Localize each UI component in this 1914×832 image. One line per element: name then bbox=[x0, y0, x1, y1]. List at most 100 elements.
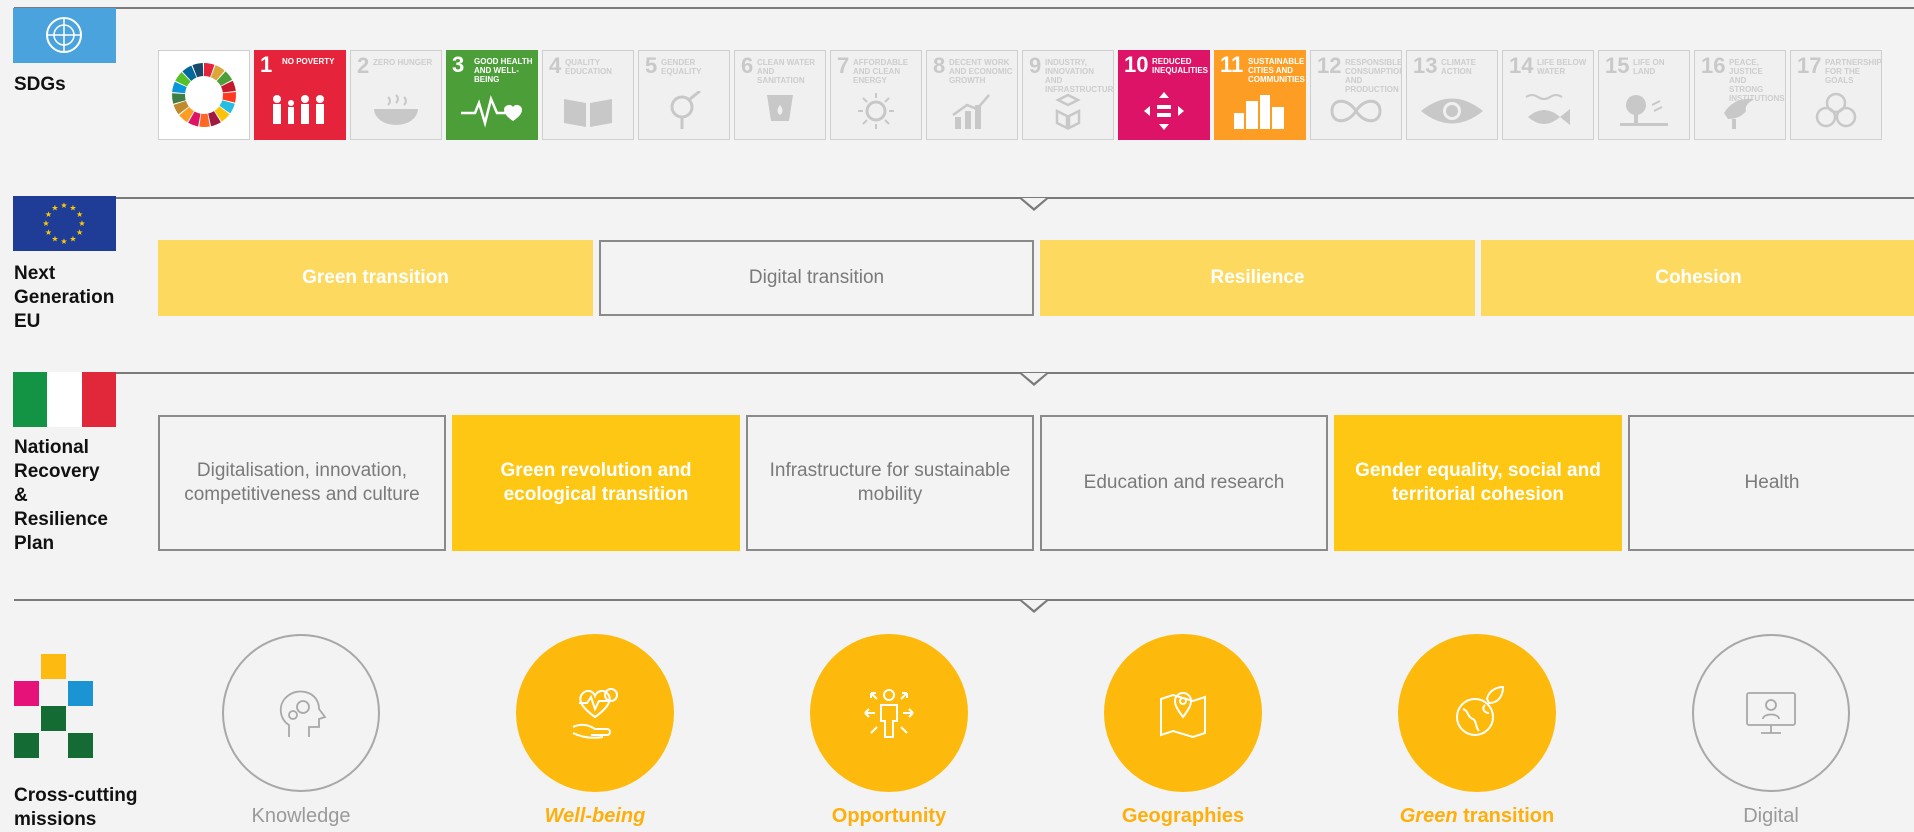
family-icon bbox=[254, 86, 346, 136]
mission-label: Opportunity bbox=[769, 805, 1009, 828]
mission-label-rest: transition bbox=[1457, 805, 1555, 827]
mission-2: Well-being bbox=[475, 634, 715, 827]
svg-text:★: ★ bbox=[69, 235, 76, 244]
svg-text:★: ★ bbox=[51, 235, 58, 244]
dove-icon bbox=[1695, 87, 1785, 135]
water-icon bbox=[735, 87, 825, 135]
heartbeat-icon bbox=[446, 86, 538, 136]
infinity-icon bbox=[1311, 87, 1401, 135]
mission-5: Green transition bbox=[1357, 634, 1597, 827]
svg-text:★: ★ bbox=[60, 201, 67, 210]
mission-label: Green transition bbox=[1357, 805, 1597, 828]
fish-icon bbox=[1503, 87, 1593, 135]
book-icon bbox=[543, 87, 633, 135]
sdg-goal-title: PEACE, JUSTICE AND STRONG INSTITUTIONS bbox=[1729, 58, 1785, 103]
sdg-goal-number: 5 bbox=[645, 53, 658, 78]
tree-icon bbox=[1599, 87, 1689, 135]
sdg-goal-title: RESPONSIBLE CONSUMPTION AND PRODUCTION bbox=[1345, 58, 1402, 94]
pnrr-mission-4: Education and research bbox=[1040, 415, 1328, 551]
sdg-goal-title: AFFORDABLE AND CLEAN ENERGY bbox=[853, 58, 909, 85]
mission-label: Geographies bbox=[1063, 805, 1303, 828]
svg-text:★: ★ bbox=[45, 228, 52, 237]
sdg-goal-title: QUALITY EDUCATION bbox=[565, 58, 612, 76]
mosaic-logo bbox=[14, 654, 94, 759]
pnrr-row-label: National Recovery & Resilience Plan bbox=[14, 437, 108, 554]
svg-text:★: ★ bbox=[76, 228, 83, 237]
sdg-goal-title: LIFE ON LAND bbox=[1633, 58, 1665, 76]
sdg-goal-title: GENDER EQUALITY bbox=[661, 58, 702, 76]
sdg-goal-title: INDUSTRY, INNOVATION AND INFRASTRUCTURE bbox=[1045, 58, 1114, 94]
rings-icon bbox=[1791, 87, 1881, 135]
ngeu-pillar-digital-transition: Digital transition bbox=[599, 240, 1034, 316]
mission-label-text: Opportunity bbox=[831, 805, 947, 827]
gender-icon bbox=[639, 87, 729, 135]
eye-globe-icon bbox=[1407, 87, 1497, 135]
ngeu-row-label: Next Generation EU bbox=[14, 263, 115, 332]
sdg-goal-number: 12 bbox=[1317, 53, 1342, 78]
mission-label: Well-being bbox=[475, 805, 715, 828]
mission-label-text: Digital bbox=[1743, 805, 1799, 827]
sdg-wheel-logo bbox=[158, 50, 250, 140]
missions-row-label: Cross-cutting missions bbox=[14, 785, 138, 830]
svg-text:★: ★ bbox=[69, 203, 76, 212]
svg-text:★: ★ bbox=[42, 219, 49, 228]
city-icon bbox=[1214, 86, 1306, 136]
cubes-icon bbox=[1023, 87, 1113, 135]
ngeu-pillar-resilience: Resilience bbox=[1040, 240, 1475, 316]
sdg-goal-title: REDUCED INEQUALITIES bbox=[1152, 57, 1209, 75]
sdg-goal-number: 16 bbox=[1701, 53, 1726, 78]
sdg-goal-number: 7 bbox=[837, 53, 850, 78]
pnrr-mission-2: Green revolution and ecological transiti… bbox=[452, 415, 740, 551]
mission-1: Knowledge bbox=[181, 634, 421, 827]
eu-flag-logo: ★★★★★★★★★★★★ bbox=[13, 196, 116, 251]
mission-6: Digital bbox=[1651, 634, 1891, 827]
sdg-goal-number: 13 bbox=[1413, 53, 1438, 78]
sdg-goal-number: 3 bbox=[452, 52, 465, 77]
sdg-goal-title: CLEAN WATER AND SANITATION bbox=[757, 58, 816, 85]
sdg-goal-title: ZERO HUNGER bbox=[373, 58, 433, 67]
sdg-goal-number: 1 bbox=[260, 52, 273, 77]
svg-text:★: ★ bbox=[45, 210, 52, 219]
sdg-goal-number: 15 bbox=[1605, 53, 1630, 78]
italy-flag-logo bbox=[13, 372, 116, 427]
mission-label-italic: Green bbox=[1399, 805, 1458, 827]
heart-hand-icon bbox=[516, 634, 674, 792]
divider-3 bbox=[14, 599, 1914, 601]
sdg-goal-title: LIFE BELOW WATER bbox=[1537, 58, 1587, 76]
mission-label-text: Geographies bbox=[1121, 805, 1245, 827]
svg-text:★: ★ bbox=[60, 237, 67, 246]
person-arrows-icon bbox=[810, 634, 968, 792]
mission-4: Geographies bbox=[1063, 634, 1303, 827]
sdg-goal-number: 17 bbox=[1797, 53, 1822, 78]
sdg-goal-number: 2 bbox=[357, 53, 370, 78]
head-gears-icon bbox=[222, 634, 380, 792]
map-pin-icon bbox=[1104, 634, 1262, 792]
sdg-goal-number: 11 bbox=[1220, 52, 1244, 77]
sdg-goal-number: 4 bbox=[549, 53, 562, 78]
sun-icon bbox=[831, 87, 921, 135]
pnrr-mission-5: Gender equality, social and territorial … bbox=[1334, 415, 1622, 551]
pnrr-missions: Digitalisation, innovation, competitiven… bbox=[158, 415, 1914, 551]
ngeu-pillar-green-transition: Green transition bbox=[158, 240, 593, 316]
svg-text:★: ★ bbox=[76, 210, 83, 219]
equal-arrows-icon bbox=[1118, 86, 1210, 136]
bowl-icon bbox=[351, 87, 441, 135]
growth-icon bbox=[927, 87, 1017, 135]
sdgs-row-label: SDGs bbox=[14, 74, 66, 95]
divider-1 bbox=[14, 197, 1914, 199]
pnrr-mission-1: Digitalisation, innovation, competitiven… bbox=[158, 415, 446, 551]
sdg-goal-title: DECENT WORK AND ECONOMIC GROWTH bbox=[949, 58, 1013, 85]
